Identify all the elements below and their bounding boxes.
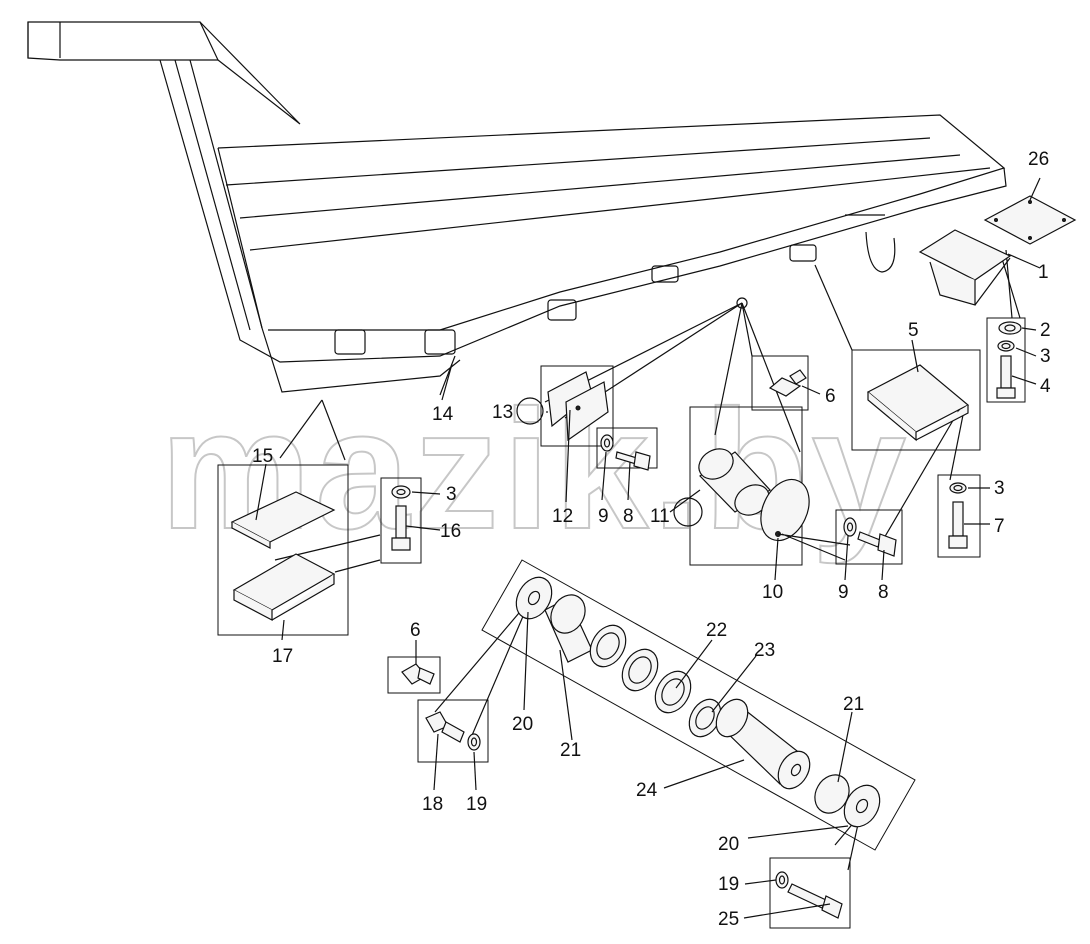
part-15-plate xyxy=(230,491,336,549)
fastener-box-16 xyxy=(380,477,422,564)
washer-20b xyxy=(843,784,881,828)
part-5-plate xyxy=(866,364,970,442)
fitting-box-6b xyxy=(387,656,441,694)
callout-6-b: 6 xyxy=(410,620,421,641)
part-17-plate xyxy=(232,553,336,621)
ring-a xyxy=(589,624,627,668)
disc-10 xyxy=(760,478,810,542)
callout-18: 18 xyxy=(422,794,443,815)
bolt-4 xyxy=(996,355,1016,399)
plate-5-box xyxy=(851,349,981,451)
fastener-box-25 xyxy=(769,857,851,929)
callout-15: 15 xyxy=(252,446,273,467)
bolt-8b xyxy=(857,531,897,557)
washer-20a xyxy=(515,576,553,620)
callout-6-a: 6 xyxy=(825,386,836,407)
fastener-box-7 xyxy=(937,474,981,558)
fitting-6b xyxy=(401,663,435,685)
callout-9-a: 9 xyxy=(598,506,609,527)
washer-9a xyxy=(600,434,614,452)
fitting-6a xyxy=(768,369,807,397)
washer-19b xyxy=(775,871,789,889)
callout-16: 16 xyxy=(440,521,461,542)
bolt-16 xyxy=(391,505,411,551)
ring-22 xyxy=(654,670,692,714)
callout-8-b: 8 xyxy=(878,582,889,603)
fastener-box-8a xyxy=(596,427,658,469)
callout-22: 22 xyxy=(706,620,727,641)
fastener-box-18 xyxy=(417,699,489,763)
pin-11 xyxy=(698,448,771,516)
fitting-box-6a xyxy=(751,355,809,411)
callout-5: 5 xyxy=(908,320,919,341)
bolt-8a xyxy=(615,451,651,471)
callout-3-a: 3 xyxy=(1040,346,1051,367)
bracket-box-12 xyxy=(540,365,614,447)
callout-19-b: 19 xyxy=(718,874,739,895)
callout-17: 17 xyxy=(272,646,293,667)
callout-12: 12 xyxy=(552,506,573,527)
callout-2: 2 xyxy=(1040,320,1051,341)
washer-19a xyxy=(467,733,481,751)
washer-3b xyxy=(391,485,411,499)
callout-13: 13 xyxy=(492,402,513,423)
callout-circle-13 xyxy=(516,397,544,425)
callout-7: 7 xyxy=(994,516,1005,537)
callout-25: 25 xyxy=(718,909,739,930)
callout-3-c: 3 xyxy=(994,478,1005,499)
bolt-7 xyxy=(948,501,968,549)
callout-23: 23 xyxy=(754,640,775,661)
assembly-box xyxy=(481,559,916,851)
callout-26: 26 xyxy=(1028,149,1049,170)
callout-20-a: 20 xyxy=(512,714,533,735)
callout-3-b: 3 xyxy=(446,484,457,505)
callout-11: 11 xyxy=(650,506,670,527)
callout-4: 4 xyxy=(1040,376,1051,397)
washer-2 xyxy=(998,321,1022,335)
leader-lines xyxy=(274,249,1021,871)
bushing-21a xyxy=(544,594,593,663)
callout-1: 1 xyxy=(1038,262,1049,283)
washer-9b xyxy=(843,517,857,537)
fastener-box-8b xyxy=(835,509,903,565)
part-26-cover xyxy=(983,195,1077,245)
ring-b xyxy=(621,648,659,692)
washer-3c xyxy=(949,482,967,494)
label-leaders xyxy=(255,177,1041,919)
callout-20-b: 20 xyxy=(718,834,739,855)
callout-14: 14 xyxy=(432,404,454,425)
washer-3a xyxy=(997,340,1015,352)
part-1-bracket xyxy=(918,229,1012,306)
fastener-box-1 xyxy=(986,317,1026,403)
callout-19-a: 19 xyxy=(466,794,487,815)
callout-8-a: 8 xyxy=(623,506,634,527)
callout-21-b: 21 xyxy=(843,694,864,715)
bolt-18 xyxy=(425,711,465,743)
part-13-plate xyxy=(547,371,609,442)
bolt-25 xyxy=(787,883,843,919)
callout-10: 10 xyxy=(762,582,783,603)
callouts: 26 1 2 3 4 5 6 13 14 15 3 16 3 7 12 9 8 … xyxy=(252,149,1051,930)
callout-circle-11 xyxy=(673,497,703,527)
callout-21-a: 21 xyxy=(560,740,581,761)
sleeve-24 xyxy=(715,698,811,790)
disc-leader xyxy=(777,533,851,561)
dump-body xyxy=(27,21,1007,393)
callout-24: 24 xyxy=(636,780,658,801)
callout-9-b: 9 xyxy=(838,582,849,603)
